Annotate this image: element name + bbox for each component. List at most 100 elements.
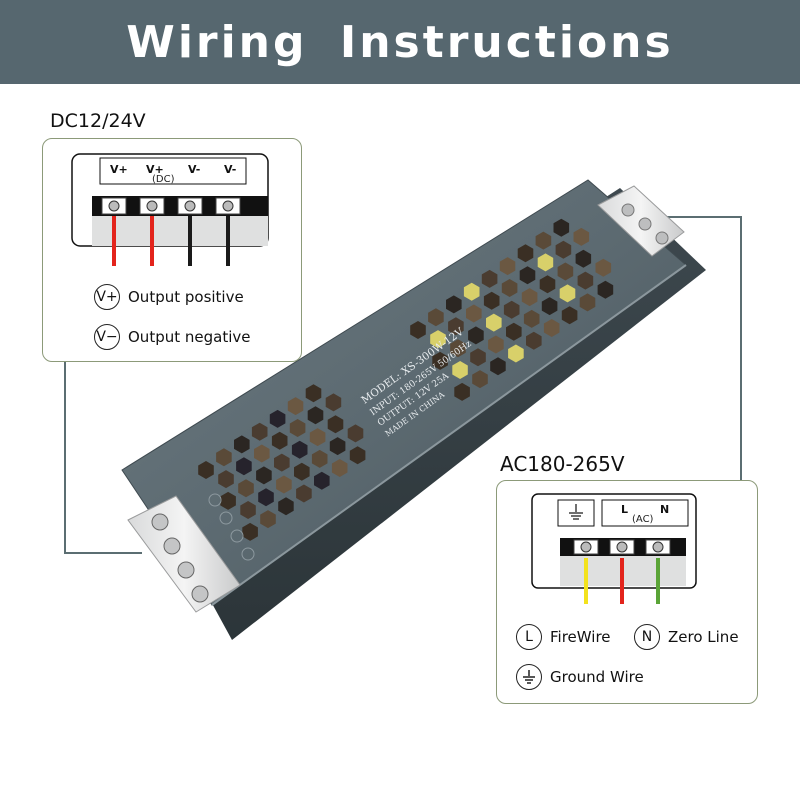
- dc-terminal-block-image: [127, 493, 255, 613]
- vent-hole: [481, 269, 498, 288]
- vent-hole: [463, 282, 480, 301]
- vent-hole: [296, 484, 312, 503]
- vent-hole: [503, 300, 520, 319]
- vent-hole: [278, 497, 294, 516]
- vent-hole: [218, 470, 234, 489]
- vent-hole: [254, 444, 270, 463]
- ac-legend-text: Ground Wire: [550, 668, 644, 686]
- ac-terminal-label-l: L: [621, 503, 629, 516]
- v-minus-symbol: V−: [94, 324, 120, 350]
- dc-legend-text: Output negative: [128, 328, 251, 346]
- vent-hole: [452, 361, 468, 379]
- vent-hole: [483, 291, 500, 310]
- vent-hole: [501, 279, 518, 297]
- vent-hole: [325, 393, 342, 412]
- vent-hole: [307, 406, 324, 425]
- vent-hole: [274, 453, 290, 472]
- vent-hole: [543, 319, 560, 337]
- dc-terminal-screw-head: [146, 200, 158, 212]
- vent-hole: [430, 330, 446, 349]
- ac-terminal-sub: (AC): [632, 514, 654, 525]
- vent-hole: [541, 297, 558, 316]
- dc-terminal-screw-head: [184, 200, 196, 212]
- ground-icon-header: [569, 504, 583, 520]
- vent-hole: [508, 344, 524, 363]
- vent-hole: [269, 409, 286, 428]
- ac-connector-line-horizontal: [660, 216, 742, 218]
- vent-hole: [287, 397, 304, 416]
- dc-connector-line-horizontal: [64, 552, 142, 554]
- vent-hole: [561, 306, 578, 325]
- dc-legend-item: V+ Output positive: [94, 284, 244, 310]
- vent-hole: [291, 440, 308, 459]
- vent-hole: [331, 459, 348, 477]
- vent-hole: [311, 449, 328, 468]
- vent-hole: [242, 522, 258, 541]
- vent-hole: [309, 428, 326, 447]
- vent-hole: [559, 284, 576, 303]
- vent-hole: [271, 431, 288, 450]
- vent-hole: [519, 266, 536, 285]
- vent-hole: [220, 491, 236, 510]
- page-title: Wiring Instructions: [126, 16, 674, 68]
- vent-hole: [579, 293, 596, 312]
- vent-hole: [499, 257, 516, 276]
- vent-hole: [555, 240, 572, 259]
- title-banner: Wiring Instructions: [0, 0, 800, 84]
- dc-terminal-label-3: V-: [188, 163, 201, 176]
- dc-section-title: DC12/24V: [50, 110, 146, 132]
- dc-terminal-screw-head: [222, 200, 234, 212]
- vent-hole: [432, 351, 448, 370]
- vent-hole: [305, 384, 322, 403]
- ac-terminal-label-n: N: [660, 503, 670, 516]
- vent-hole: [506, 322, 522, 341]
- l-symbol: L: [516, 624, 542, 650]
- ground-icon: [516, 664, 542, 690]
- vent-holes: [198, 218, 614, 541]
- vent-hole: [486, 313, 502, 332]
- dc-terminal-diagram: [71, 153, 269, 266]
- vent-hole: [450, 339, 466, 358]
- ac-terminal-diagram: [531, 493, 697, 604]
- vent-hole: [251, 422, 268, 441]
- dc-legend-text: Output positive: [128, 288, 244, 306]
- vent-hole: [260, 510, 276, 529]
- dc-connector-line-vertical: [64, 360, 66, 554]
- ac-legend-item: N Zero Line: [634, 624, 739, 650]
- vent-hole: [470, 348, 486, 367]
- ac-terminal-screw-head: [652, 541, 664, 553]
- v-plus-symbol: V+: [94, 284, 120, 310]
- vent-hole: [595, 258, 612, 277]
- vent-hole: [557, 262, 574, 281]
- ac-terminal-screw-head: [616, 541, 628, 553]
- vent-hole: [523, 309, 540, 328]
- vent-hole: [234, 435, 250, 454]
- dc-terminal-label-4: V-: [224, 163, 237, 176]
- dc-terminal-label-1: V+: [110, 163, 128, 176]
- vent-hole: [238, 479, 254, 498]
- vent-hole: [468, 326, 484, 345]
- vent-hole: [349, 446, 366, 465]
- ac-terminal-screw-head: [580, 541, 592, 553]
- ac-terminal-block-image: [597, 185, 685, 257]
- ac-legend-item: Ground Wire: [516, 664, 644, 690]
- vent-hole: [553, 218, 570, 237]
- vent-hole: [428, 308, 444, 327]
- vent-hole: [573, 227, 590, 246]
- vent-hole: [446, 295, 462, 314]
- vent-hole: [448, 317, 464, 336]
- vent-hole: [327, 415, 344, 434]
- vent-hole: [236, 457, 252, 476]
- vent-hole: [597, 280, 614, 299]
- vent-hole: [314, 471, 330, 490]
- vent-hole: [258, 488, 274, 507]
- vent-hole: [577, 271, 594, 290]
- vent-hole: [240, 501, 256, 519]
- vent-hole: [329, 437, 346, 456]
- ac-legend-item: L FireWire: [516, 624, 611, 650]
- vent-hole: [526, 331, 542, 350]
- vent-hole: [537, 253, 554, 272]
- vent-hole: [521, 288, 538, 307]
- vent-hole: [410, 321, 426, 339]
- ac-connector-line-vertical: [740, 216, 742, 480]
